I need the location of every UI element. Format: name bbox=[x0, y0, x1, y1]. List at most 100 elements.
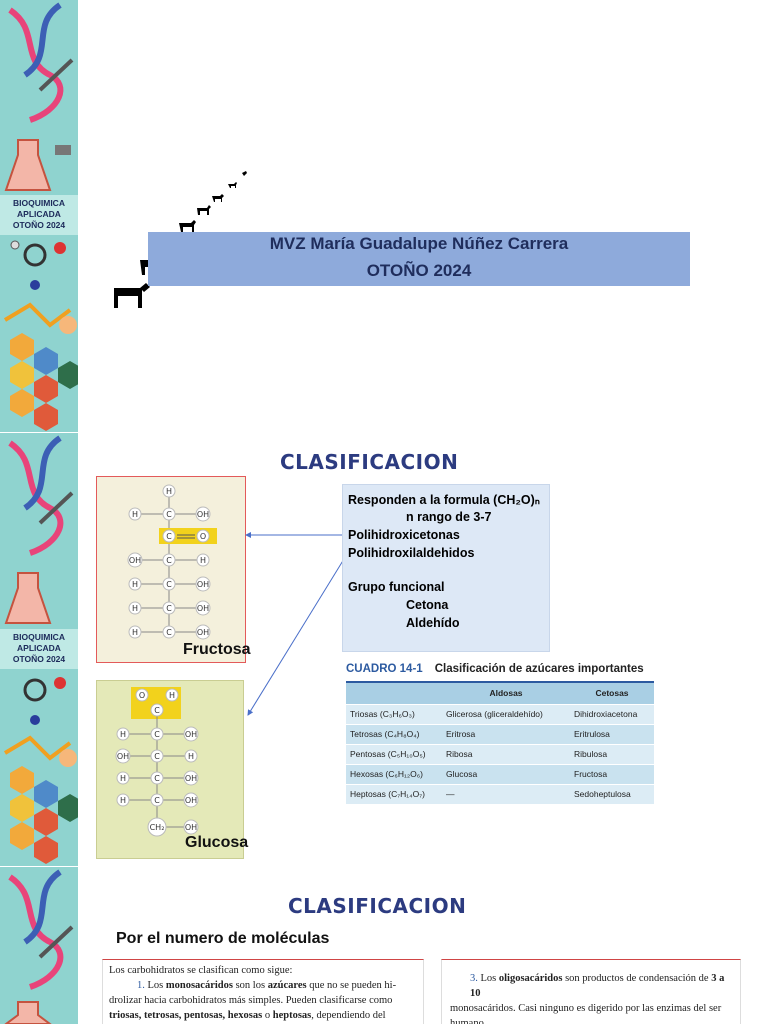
polyhydroxyaldehydes-line: Polihidroxilaldehidos bbox=[348, 546, 475, 560]
svg-text:H: H bbox=[120, 796, 126, 805]
sidebar-course-label: BIOQUIMICA APLICADA OTOÑO 2024 bbox=[0, 629, 78, 669]
svg-text:C: C bbox=[166, 532, 172, 541]
table-cell: Glucosa bbox=[442, 763, 570, 784]
svg-text:H: H bbox=[132, 580, 138, 589]
svg-text:H: H bbox=[166, 487, 172, 496]
connector-arrows bbox=[245, 532, 345, 716]
svg-text:C: C bbox=[154, 706, 160, 715]
svg-text:OH: OH bbox=[197, 580, 209, 589]
table-row: Tetrosas (C₄H₈O₄) Eritrosa Eritrulosa bbox=[346, 723, 654, 744]
formula-line: Responden a la formula (CH₂O)ₙ bbox=[348, 493, 540, 507]
table-number: CUADRO 14-1 bbox=[346, 663, 423, 675]
table-cell: Glicerosa (gliceraldehído) bbox=[442, 703, 570, 724]
table-cell: Sedoheptulosa bbox=[570, 783, 654, 804]
table-cell: Tetrosas (C₄H₈O₄) bbox=[346, 723, 442, 744]
table-cell: Ribosa bbox=[442, 743, 570, 764]
polyhydroxyketones-line: Polihidroxicetonas bbox=[348, 528, 460, 542]
svg-text:C: C bbox=[154, 796, 160, 805]
sidebar-course-label: BIOQUIMICA APLICADA OTOÑO 2024 bbox=[0, 195, 78, 235]
section-heading: CLASIFICACION bbox=[280, 450, 459, 474]
svg-text:H: H bbox=[120, 730, 126, 739]
fructose-label: Fructosa bbox=[183, 641, 251, 658]
svg-text:H: H bbox=[132, 604, 138, 613]
svg-text:C: C bbox=[154, 730, 160, 739]
svg-text:O: O bbox=[139, 691, 145, 700]
paragraph-line: triosas, tetrosas, pentosas, hexosas o h… bbox=[109, 1010, 386, 1021]
svg-text:H: H bbox=[188, 752, 194, 761]
svg-text:C: C bbox=[166, 556, 172, 565]
svg-text:OH: OH bbox=[197, 510, 209, 519]
table-cell: Hexosas (C₆H₁₂O₆) bbox=[346, 763, 442, 784]
svg-text:H: H bbox=[132, 510, 138, 519]
table-cell: Dihidroxiacetona bbox=[570, 703, 654, 724]
monosaccharides-text-box: Los carbohidratos se clasifican como sig… bbox=[102, 959, 424, 1024]
svg-text:OH: OH bbox=[117, 752, 129, 761]
svg-text:OH: OH bbox=[129, 556, 141, 565]
svg-text:C: C bbox=[166, 604, 172, 613]
table-title: Clasificación de azúcares importantes bbox=[434, 663, 644, 675]
svg-text:OH: OH bbox=[185, 823, 197, 832]
table-header-cell bbox=[346, 681, 442, 704]
paragraph-line: 1. Los monosacáridos son los azúcares qu… bbox=[137, 980, 397, 991]
title-banner: MVZ María Guadalupe Núñez Carrera OTOÑO … bbox=[148, 232, 690, 286]
table-cell: Eritrosa bbox=[442, 723, 570, 744]
table-row: Hexosas (C₆H₁₂O₆) Glucosa Fructosa bbox=[346, 763, 654, 784]
svg-text:OH: OH bbox=[185, 774, 197, 783]
svg-text:OH: OH bbox=[185, 796, 197, 805]
table-row: Pentosas (C₅H₁₀O₅) Ribosa Ribulosa bbox=[346, 743, 654, 764]
decorative-strip bbox=[0, 867, 78, 1024]
table-cell: Ribulosa bbox=[570, 743, 654, 764]
glucose-label: Glucosa bbox=[185, 834, 249, 851]
table-caption: CUADRO 14-1 Clasificación de azúcares imp… bbox=[346, 663, 656, 681]
science-illustration bbox=[3, 435, 78, 864]
table-cell: Pentosas (C₅H₁₀O₅) bbox=[346, 743, 442, 764]
table-row: Triosas (C₃H₆O₃) Glicerosa (gliceraldehí… bbox=[346, 703, 654, 724]
svg-text:OH: OH bbox=[185, 730, 197, 739]
section-heading: CLASIFICACION bbox=[288, 894, 467, 918]
paragraph-line: drolizar hacia carbohidratos más simples… bbox=[109, 995, 393, 1006]
table-cell: Heptosas (C₇H₁₄O₇) bbox=[346, 783, 442, 804]
svg-text:C: C bbox=[166, 580, 172, 589]
svg-text:H: H bbox=[169, 691, 175, 700]
slide-classification-structure: BIOQUIMICA APLICADA OTOÑO 2024 CLASIFICA… bbox=[0, 433, 768, 866]
sugar-classification-table: Aldosas Cetosas Triosas (C₃H₆O₃) Glicero… bbox=[346, 681, 654, 804]
table-cell: Eritrulosa bbox=[570, 723, 654, 744]
paragraph-line: humano. bbox=[450, 1018, 487, 1024]
paragraph-line: monosacáridos. Casi ninguno es digerido … bbox=[450, 1003, 722, 1014]
svg-text:OH: OH bbox=[197, 604, 209, 613]
presenter-name: MVZ María Guadalupe Núñez Carrera bbox=[269, 234, 569, 253]
svg-text:C: C bbox=[154, 774, 160, 783]
table-header-cell: Aldosas bbox=[442, 681, 570, 704]
svg-text:C: C bbox=[154, 752, 160, 761]
sugar-classification-table-block: CUADRO 14-1 Clasificación de azúcares imp… bbox=[346, 663, 656, 804]
table-cell: — bbox=[442, 783, 570, 804]
svg-text:CH₂: CH₂ bbox=[150, 823, 165, 832]
svg-text:C: C bbox=[166, 628, 172, 637]
oligosaccharides-text-box: 3. Los oligosacáridos son productos de c… bbox=[441, 959, 741, 1024]
science-illustration bbox=[4, 869, 74, 1024]
svg-text:H: H bbox=[132, 628, 138, 637]
paragraph-line: 3. Los oligosacáridos son productos de c… bbox=[470, 973, 725, 999]
svg-text:OH: OH bbox=[197, 628, 209, 637]
decorative-strip: BIOQUIMICA APLICADA OTOÑO 2024 bbox=[0, 433, 78, 866]
table-row: Heptosas (C₇H₁₄O₇) — Sedoheptulosa bbox=[346, 783, 654, 804]
section-subheading: Por el numero de moléculas bbox=[116, 930, 330, 947]
semester-label: OTOÑO 2024 bbox=[366, 261, 472, 280]
slide-title: BIOQUIMICA APLICADA OTOÑO 2024 MVZ María… bbox=[0, 0, 768, 432]
decorative-strip: BIOQUIMICA APLICADA OTOÑO 2024 bbox=[0, 0, 78, 432]
functional-group-line: Grupo funcional bbox=[348, 580, 445, 594]
ketone-line: Cetona bbox=[406, 598, 449, 612]
slide-classification-by-molecules: CLASIFICACION Por el numero de moléculas… bbox=[0, 867, 768, 1024]
table-cell: Triosas (C₃H₆O₃) bbox=[346, 703, 442, 724]
table-cell: Fructosa bbox=[570, 763, 654, 784]
range-line: n rango de 3-7 bbox=[406, 510, 492, 524]
svg-text:O: O bbox=[200, 532, 206, 541]
table-header-cell: Cetosas bbox=[570, 681, 654, 704]
intro-line: Los carbohidratos se clasifican como sig… bbox=[109, 965, 293, 976]
formula-info-box: Responden a la formula (CH₂O)ₙ n rango d… bbox=[342, 484, 550, 652]
svg-text:H: H bbox=[120, 774, 126, 783]
